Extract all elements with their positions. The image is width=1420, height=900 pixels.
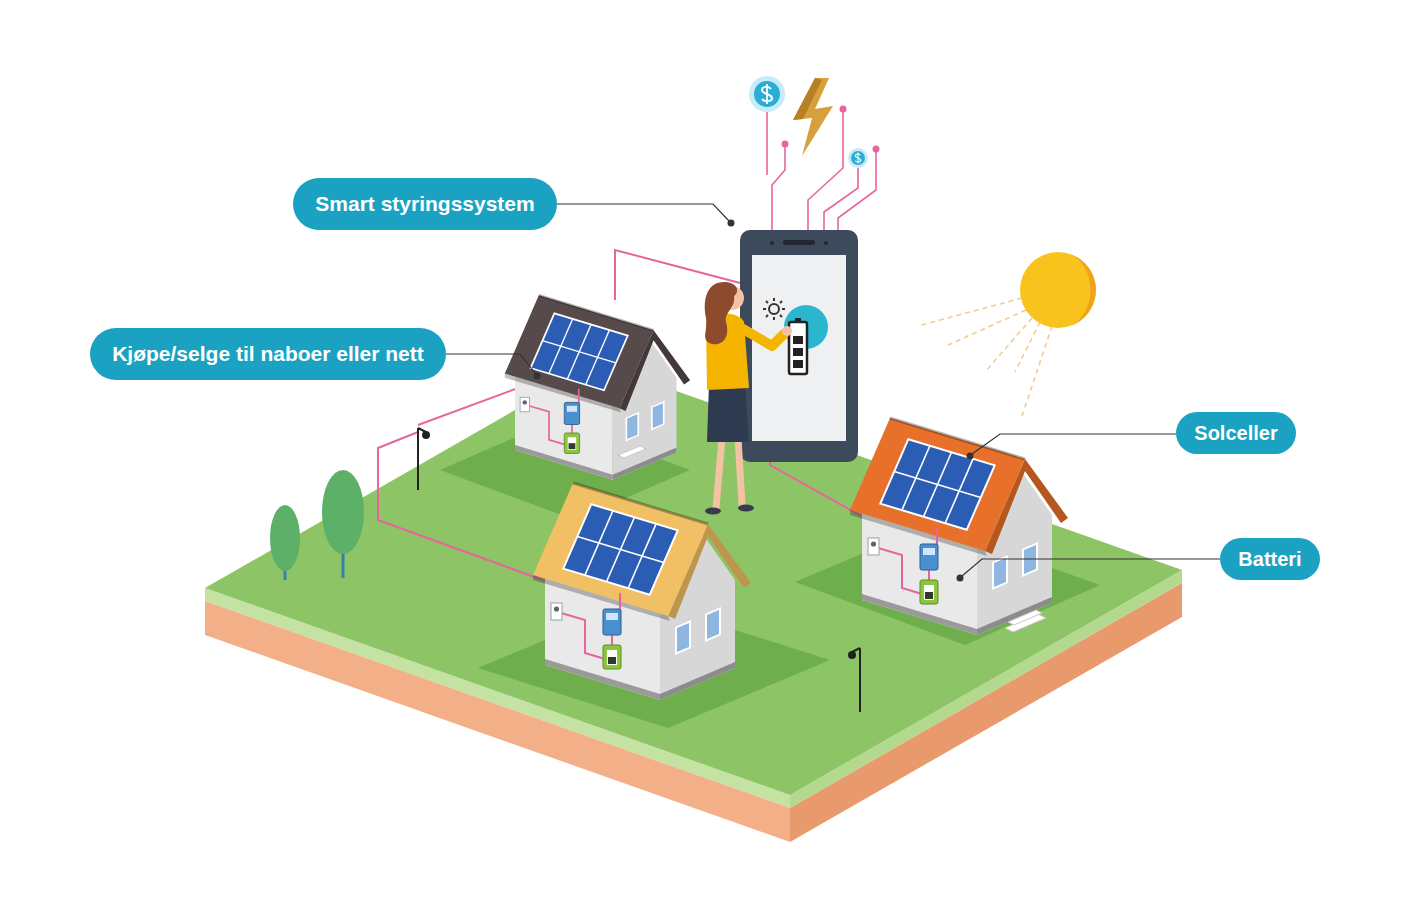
door-steps <box>618 446 1046 632</box>
leader-dots <box>967 453 974 460</box>
callout-pill: Solceller <box>1176 412 1296 454</box>
circuit-icons <box>749 76 785 112</box>
circuit-icons <box>838 150 876 230</box>
leader-dots <box>728 220 735 227</box>
smart-tablet <box>773 298 775 301</box>
sun <box>1015 322 1040 372</box>
circuit-icons <box>762 84 772 104</box>
leader-lines <box>446 204 1220 576</box>
smart-tablet <box>769 304 779 314</box>
woman-figure <box>705 282 792 515</box>
lamp-posts <box>849 652 855 658</box>
callout-pill: Batteri <box>1220 538 1320 580</box>
smart-tablet <box>766 301 768 303</box>
sun <box>918 298 1022 326</box>
lamp-posts <box>417 428 419 490</box>
smart-tablet <box>740 230 858 462</box>
grid-wires <box>378 432 548 582</box>
woman-figure <box>716 438 722 508</box>
smart-tablet <box>782 308 785 310</box>
woman-figure <box>707 384 749 442</box>
leader-dots <box>534 373 541 380</box>
smart-tablet <box>770 241 774 245</box>
smart-tablet <box>793 336 803 344</box>
circuit-icons <box>766 112 768 175</box>
trees <box>270 505 300 571</box>
smart-tablet <box>824 241 828 245</box>
smart-tablet <box>766 315 768 317</box>
callout-text: Kjøpe/selge til naboer eller nett <box>112 342 424 365</box>
circuit-icons <box>848 148 868 168</box>
circuit-icons <box>767 110 876 230</box>
callout-text: Batteri <box>1238 548 1301 570</box>
sun <box>1070 254 1096 326</box>
circuit-icons <box>855 153 861 164</box>
circuit-icons <box>749 76 880 230</box>
sun <box>918 252 1096 416</box>
sun <box>985 318 1032 372</box>
leader-dots <box>957 575 964 582</box>
callout-pill: Smart styringssystem <box>293 178 557 230</box>
callout-text: Solceller <box>1194 422 1277 444</box>
ground-platform <box>205 363 1182 842</box>
illustration <box>505 295 690 479</box>
smart-tablet <box>793 348 803 356</box>
callout-text: Smart styringssystem <box>315 192 534 215</box>
circuit-icons <box>851 151 865 165</box>
circuit-icons <box>754 81 780 107</box>
smart-tablet <box>763 298 785 320</box>
leader-lines <box>972 434 1176 454</box>
circuit-icons <box>793 78 822 120</box>
smart-tablet <box>740 230 858 462</box>
circuit-icons <box>772 145 785 230</box>
leader-lines <box>446 354 536 374</box>
smart-tablet <box>780 315 782 317</box>
circuit-icons <box>840 106 847 113</box>
trees <box>270 470 364 580</box>
grid-wires <box>418 388 518 425</box>
leader-lines <box>557 204 730 222</box>
sun <box>1022 326 1052 416</box>
callout-pill: Kjøpe/selge til naboer eller nett <box>90 328 446 380</box>
woman-figure <box>705 508 721 515</box>
smart-tablet <box>793 360 803 368</box>
lamp-posts <box>423 432 429 438</box>
woman-figure <box>738 326 784 346</box>
circuit-icons <box>782 141 789 148</box>
smart-tablet <box>773 317 775 320</box>
door-steps <box>618 446 646 458</box>
sun <box>948 310 1026 345</box>
circuit-icons <box>873 146 880 153</box>
leader-lines <box>962 559 1220 576</box>
woman-figure <box>738 438 742 504</box>
woman-figure <box>705 282 737 344</box>
ground-platform <box>205 363 1182 795</box>
lamp-posts <box>418 428 860 712</box>
lamp-posts <box>859 648 861 712</box>
woman-figure <box>738 505 754 512</box>
woman-figure <box>782 326 792 336</box>
circuit-icons <box>824 168 858 230</box>
smart-tablet <box>783 240 815 245</box>
illustration <box>533 483 751 700</box>
circuit-icons <box>793 78 833 156</box>
door-steps <box>1008 610 1042 625</box>
illustration <box>850 418 1068 635</box>
smart-tablet <box>780 301 782 303</box>
trees <box>322 470 364 554</box>
leader-dots <box>534 220 974 582</box>
smart-tablet <box>763 308 766 310</box>
sun <box>1020 252 1096 328</box>
